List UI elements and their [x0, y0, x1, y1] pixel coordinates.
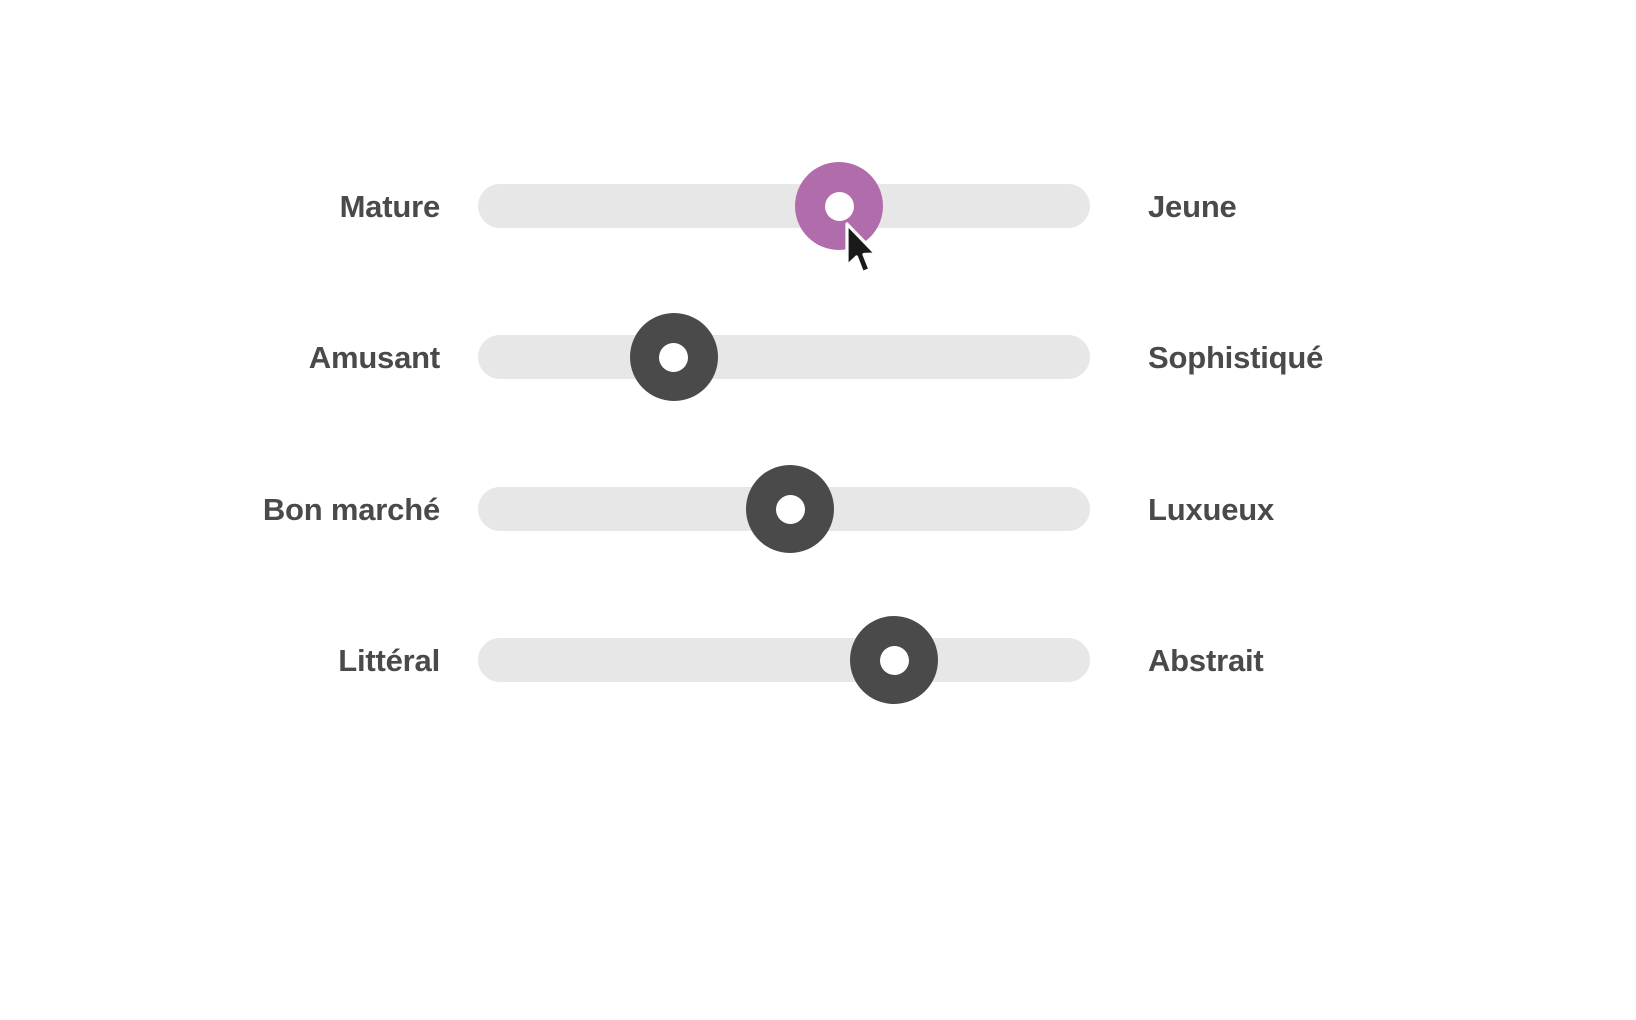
slider-right-label-maturity: Jeune — [1148, 188, 1237, 224]
slider-track-maturity[interactable] — [478, 162, 1090, 250]
slider-row-price: Bon marché Luxueux — [0, 459, 1636, 559]
slider-row-style: Littéral Abstrait — [0, 610, 1636, 710]
slider-left-label-maturity: Mature — [339, 188, 441, 224]
slider-handle-style[interactable] — [850, 616, 939, 704]
slider-left-label-tone: Amusant — [308, 339, 440, 375]
slider-handle-price[interactable] — [746, 465, 835, 553]
slider-handle-maturity[interactable] — [795, 162, 884, 250]
slider-left-label-price: Bon marché — [262, 491, 440, 527]
slider-right-label-style: Abstrait — [1148, 642, 1264, 678]
slider-row-maturity: Mature Jeune — [0, 156, 1636, 256]
slider-track-tone[interactable] — [478, 313, 1090, 401]
slider-handle-hole — [824, 191, 854, 221]
slider-left-label-style: Littéral — [338, 642, 440, 678]
slider-handle-hole — [775, 494, 805, 524]
slider-row-tone: Amusant Sophistiqué — [0, 307, 1636, 407]
slider-handle-hole — [659, 342, 689, 372]
slider-right-label-price: Luxueux — [1148, 491, 1275, 527]
slider-handle-hole — [879, 645, 909, 675]
slider-right-label-tone: Sophistiqué — [1148, 339, 1324, 375]
slider-track-price[interactable] — [478, 465, 1090, 553]
slider-track-style[interactable] — [478, 616, 1090, 704]
slider-handle-tone[interactable] — [629, 313, 718, 401]
